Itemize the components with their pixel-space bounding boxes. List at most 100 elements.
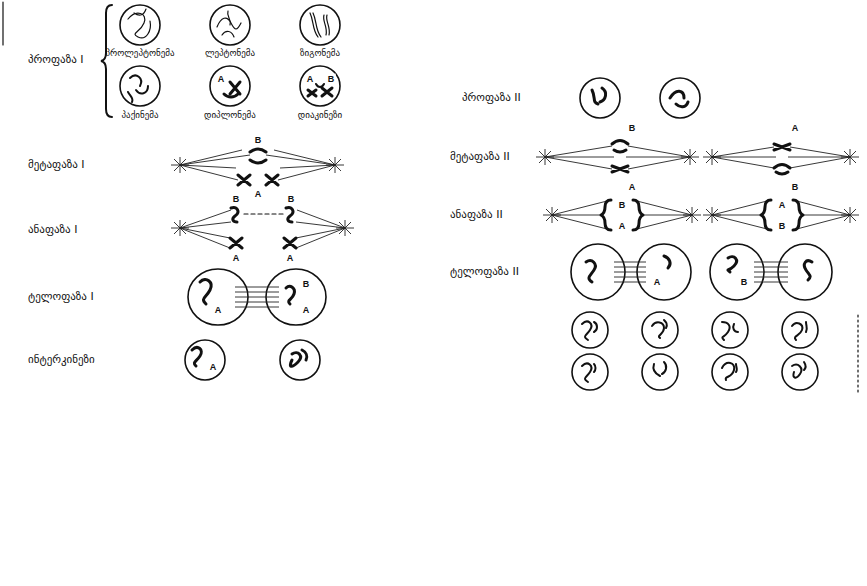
chromosome	[774, 165, 790, 175]
chromosome	[286, 208, 293, 222]
spindle-fiber	[180, 150, 335, 180]
chromosome	[792, 362, 806, 378]
edge-line	[2, 2, 3, 45]
allele-letter: A	[628, 182, 637, 193]
chromosome	[324, 15, 327, 35]
chromosome	[722, 363, 737, 380]
chromosome	[250, 149, 266, 163]
allele-letter: A	[618, 221, 627, 232]
chromosome	[327, 15, 330, 35]
chromosome	[130, 76, 141, 86]
chromosome	[582, 322, 597, 340]
spindle-fiber	[754, 262, 788, 282]
chromosome	[222, 31, 234, 37]
chromosome	[676, 102, 688, 107]
allele-letter: A	[302, 305, 311, 316]
chromosome	[238, 175, 278, 185]
substage-label: დიპლონემა	[204, 110, 256, 121]
chromatid	[761, 200, 771, 230]
separation-line	[244, 213, 283, 214]
chromosome	[224, 94, 238, 97]
chromosome	[804, 261, 812, 280]
allele-letter: B	[628, 123, 637, 134]
chromosome	[774, 144, 790, 150]
cell-circle	[782, 354, 818, 390]
chromosome	[290, 350, 306, 366]
chromosome	[722, 322, 738, 340]
substage-label: პაქინემა	[122, 110, 159, 121]
allele-letter: A	[791, 123, 800, 134]
allele-letter: A	[214, 305, 223, 316]
stage-label: მეტაფაზა I	[28, 158, 85, 171]
allele-letter: A	[653, 277, 662, 288]
chromosome	[322, 88, 332, 96]
chromosome	[728, 257, 737, 272]
substage-label: ლეპტონემა	[205, 48, 255, 59]
chromosome	[612, 166, 628, 172]
chromosome	[612, 141, 628, 153]
allele-letter: B	[791, 182, 800, 193]
chromosome	[652, 320, 667, 338]
stage-label: ანაფაზა II	[450, 208, 503, 221]
cell-circle	[300, 66, 340, 106]
chromatid	[601, 200, 611, 230]
allele-letter: B	[302, 279, 311, 290]
chromosome	[592, 90, 598, 104]
chromosome	[200, 280, 211, 304]
chromosome	[134, 9, 146, 15]
edge-line	[857, 315, 858, 392]
cell-circle	[712, 354, 748, 390]
spindle-fiber	[614, 262, 646, 282]
allele-letter: B	[778, 221, 787, 232]
chromosome	[217, 18, 241, 29]
chromosome	[230, 238, 296, 248]
substage-label: დიაკინეზი	[298, 110, 342, 121]
cell-circle	[712, 312, 748, 348]
chromosome	[310, 13, 329, 37]
cell-circle	[572, 312, 608, 348]
chromosome	[600, 88, 606, 102]
spindle-fiber	[235, 287, 279, 307]
cell-circle	[642, 312, 678, 348]
cell-circle	[210, 5, 250, 45]
cell-circle	[210, 66, 250, 106]
chromosome	[586, 261, 595, 282]
stage-label: მეტაფაზა II	[450, 150, 510, 163]
allele-letter: A	[254, 189, 263, 200]
chromosome	[228, 11, 231, 25]
cell-circle	[660, 78, 700, 118]
chromosome	[792, 322, 807, 340]
chromosome	[230, 82, 240, 94]
cell-circle	[120, 66, 160, 106]
chromosome	[217, 11, 241, 37]
chromatid	[633, 200, 643, 230]
allele-letter: A	[217, 74, 226, 85]
chromosome	[231, 208, 238, 222]
allele-letter: B	[232, 194, 241, 205]
chromosome	[192, 348, 201, 366]
allele-letter: A	[209, 362, 218, 373]
chromosome	[592, 88, 606, 104]
allele-letter: A	[778, 200, 787, 211]
allele-letter: B	[618, 200, 627, 211]
cell-circle	[185, 340, 225, 380]
stage-label: ტელოფაზა II	[450, 265, 519, 278]
chromosome	[308, 84, 332, 96]
stage-label: პროფაზა I	[28, 53, 83, 66]
stage-label: ანაფაზა I	[28, 223, 77, 236]
chromosome	[582, 364, 596, 382]
cell-circle	[572, 312, 818, 390]
chromosome	[582, 320, 807, 382]
allele-letter: B	[254, 135, 263, 146]
cell-circle	[782, 312, 818, 348]
cell-circle	[300, 5, 340, 45]
stage-label: პროფაზა II	[462, 91, 521, 104]
chromosome	[128, 13, 150, 38]
cell-circle	[120, 5, 160, 45]
chromosome	[316, 84, 324, 87]
cell-circle	[580, 78, 620, 118]
cell-circle	[642, 354, 678, 390]
stage-label: ინტერკინეზი	[28, 353, 95, 366]
